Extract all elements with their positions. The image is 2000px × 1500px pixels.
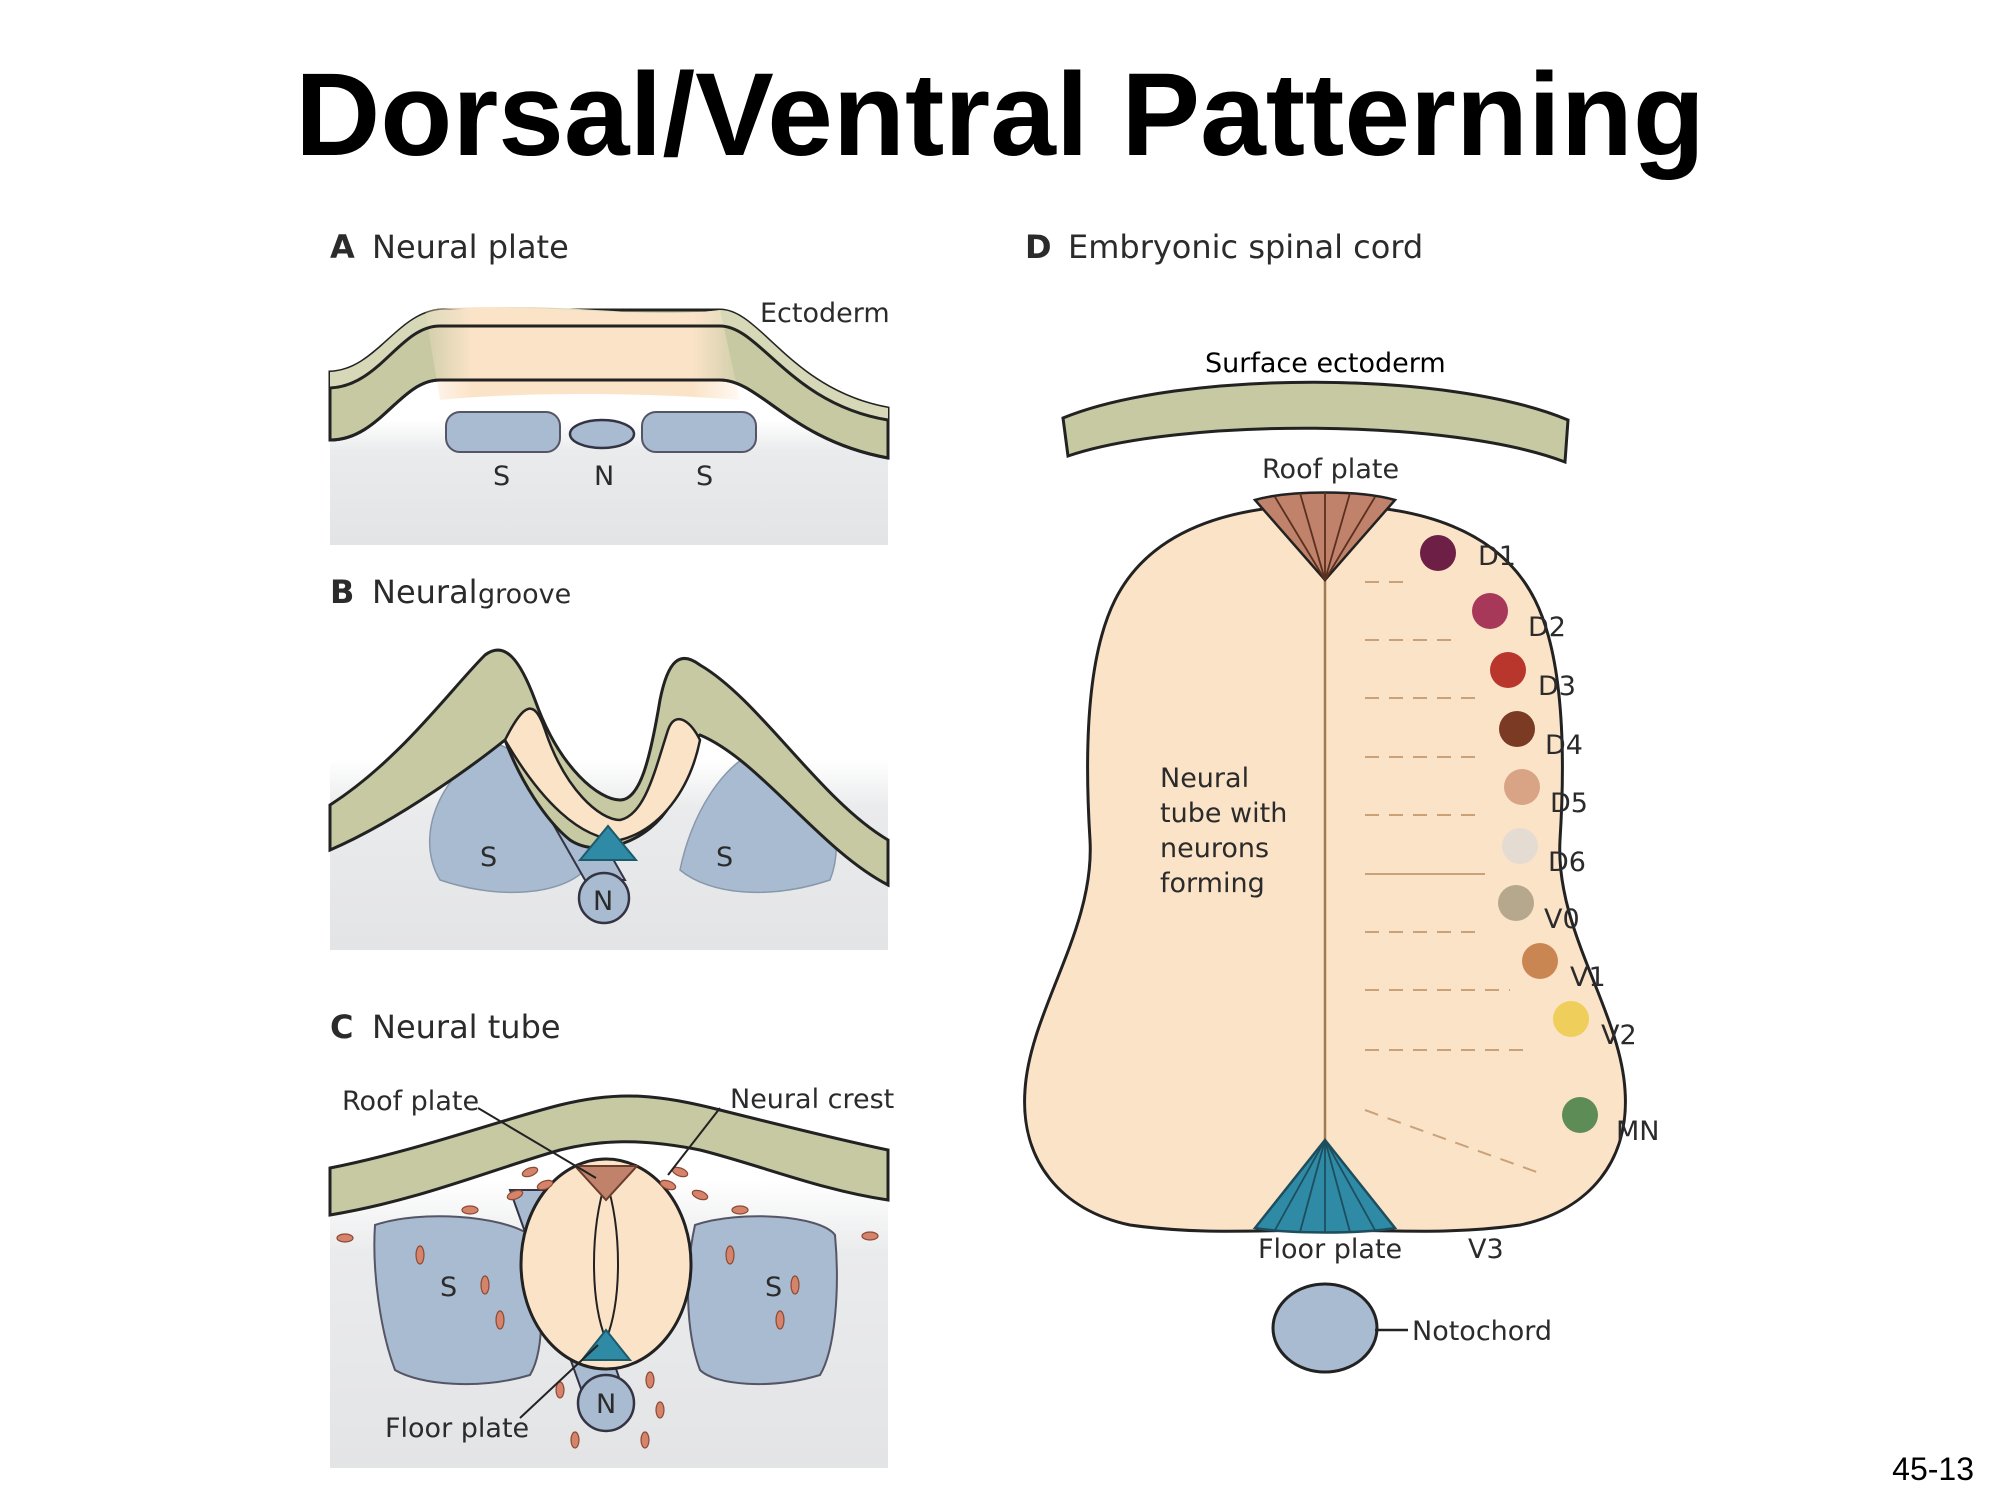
panel-d-domain-boundaries	[1364, 581, 1546, 1176]
domain-dot-d5	[1504, 769, 1540, 805]
domain-label-v2: V2	[1601, 1020, 1637, 1051]
domain-dot-d2	[1472, 593, 1508, 629]
panel-d-floor-plate-rays	[1274, 1139, 1376, 1233]
domain-label-mn: MN	[1616, 1116, 1660, 1147]
panel-c-label-s-right: S	[765, 1272, 782, 1303]
panel-c-somite-left	[373, 1215, 543, 1386]
panel-c-label-roof-plate: Roof plate	[342, 1086, 479, 1117]
domain-label-d2: D2	[1528, 612, 1566, 643]
panel-d-label-roof-plate: Roof plate	[1262, 454, 1399, 485]
panel-b-ectoderm	[328, 648, 890, 888]
panel-d-label-floor-plate: Floor plate	[1258, 1234, 1402, 1265]
panel-b: B Neural groove S N S	[328, 573, 890, 950]
panel-b-letter: B	[330, 573, 354, 611]
neural-tube-text-line: Neural	[1160, 763, 1249, 794]
panel-a-label-n: N	[594, 461, 614, 492]
domain-dot-v0	[1498, 885, 1534, 921]
panel-c: C Neural tube	[328, 1008, 894, 1468]
panel-a-label-s-left: S	[493, 461, 510, 492]
neural-tube-text-line: tube with	[1160, 798, 1287, 829]
panel-a-somite-right	[641, 411, 757, 453]
panel-c-title: Neural tube	[372, 1008, 561, 1046]
panel-b-label-n: N	[593, 886, 613, 917]
panel-b-title-suffix: groove	[478, 579, 571, 610]
panel-c-neural-crest-leader	[667, 1107, 721, 1176]
panel-c-label-s-left: S	[440, 1272, 457, 1303]
panel-b-title: Neural	[372, 573, 478, 611]
domain-dot-v2	[1553, 1001, 1589, 1037]
panel-d-letter: D	[1025, 228, 1052, 266]
panel-c-floor-plate	[579, 1328, 633, 1361]
domain-label-v0: V0	[1544, 904, 1580, 935]
panel-d-roof-plate-rays	[1274, 492, 1376, 581]
panel-a: A Neural plate S N S Ectoderm	[328, 228, 890, 545]
panel-a-label-s-right: S	[696, 461, 713, 492]
slide-title: Dorsal/Ventral Patterning	[295, 49, 1705, 181]
domain-dot-v1	[1522, 943, 1558, 979]
domain-dot-d6	[1502, 828, 1538, 864]
neural-tube-text-line: forming	[1160, 868, 1265, 899]
panel-d-title: Embryonic spinal cord	[1068, 228, 1423, 266]
panel-d-label-notochord: Notochord	[1412, 1316, 1552, 1347]
panel-c-letter: C	[330, 1008, 353, 1046]
domain-label-d5: D5	[1550, 788, 1588, 819]
panel-c-notochord	[576, 1373, 636, 1433]
panel-a-outline-2	[329, 324, 889, 422]
domain-label-d3: D3	[1538, 671, 1576, 702]
panel-c-roof-plate-leader	[477, 1107, 597, 1179]
panel-c-ectoderm	[328, 1094, 890, 1217]
panel-c-floor-plate-leader	[519, 1344, 599, 1419]
panel-c-label-neural-crest: Neural crest	[730, 1084, 894, 1115]
panel-a-ectoderm-surface	[330, 307, 888, 420]
panel-a-outline	[329, 378, 889, 460]
neural-tube-text-line: neurons	[1160, 833, 1269, 864]
domain-label-d6: D6	[1548, 847, 1586, 878]
panel-b-label-s-left: S	[480, 842, 497, 873]
panel-a-somite-left	[445, 411, 561, 453]
domain-dot-d1	[1420, 535, 1456, 571]
panel-a-neural-plate	[425, 307, 740, 400]
panel-a-title: Neural plate	[372, 228, 569, 266]
panel-b-notochord	[577, 871, 631, 925]
domain-label-d1: D1	[1478, 541, 1516, 572]
domain-dot-d3	[1490, 652, 1526, 688]
domain-dot-d4	[1499, 711, 1535, 747]
panel-b-label-s-right: S	[716, 842, 733, 873]
panel-d-notochord	[1271, 1282, 1379, 1374]
panel-c-neural-crest-cells	[336, 1166, 879, 1449]
panel-c-label-floor-plate: Floor plate	[385, 1413, 529, 1444]
slide-number: 45-13	[1892, 1451, 1974, 1487]
panel-b-floor-plate	[577, 824, 639, 861]
domain-dot-mn	[1562, 1097, 1598, 1133]
panel-d-surface-ectoderm	[1061, 380, 1570, 465]
panel-d: D Embryonic spinal cord Surface ectoderm…	[1023, 228, 1660, 1374]
panel-a-label-ectoderm: Ectoderm	[760, 298, 890, 329]
panel-d-neural-tube-text: Neural tube with neurons forming	[1160, 763, 1287, 899]
domain-label-v1: V1	[1570, 962, 1606, 993]
panel-d-label-v3: V3	[1468, 1234, 1504, 1265]
domain-label-d4: D4	[1545, 730, 1583, 761]
panel-a-letter: A	[330, 228, 355, 266]
panel-c-label-n: N	[596, 1389, 616, 1420]
panel-d-label-surface-ectoderm: Surface ectoderm	[1205, 348, 1446, 379]
panel-a-notochord	[568, 418, 636, 450]
panel-c-somite-right	[687, 1215, 838, 1386]
